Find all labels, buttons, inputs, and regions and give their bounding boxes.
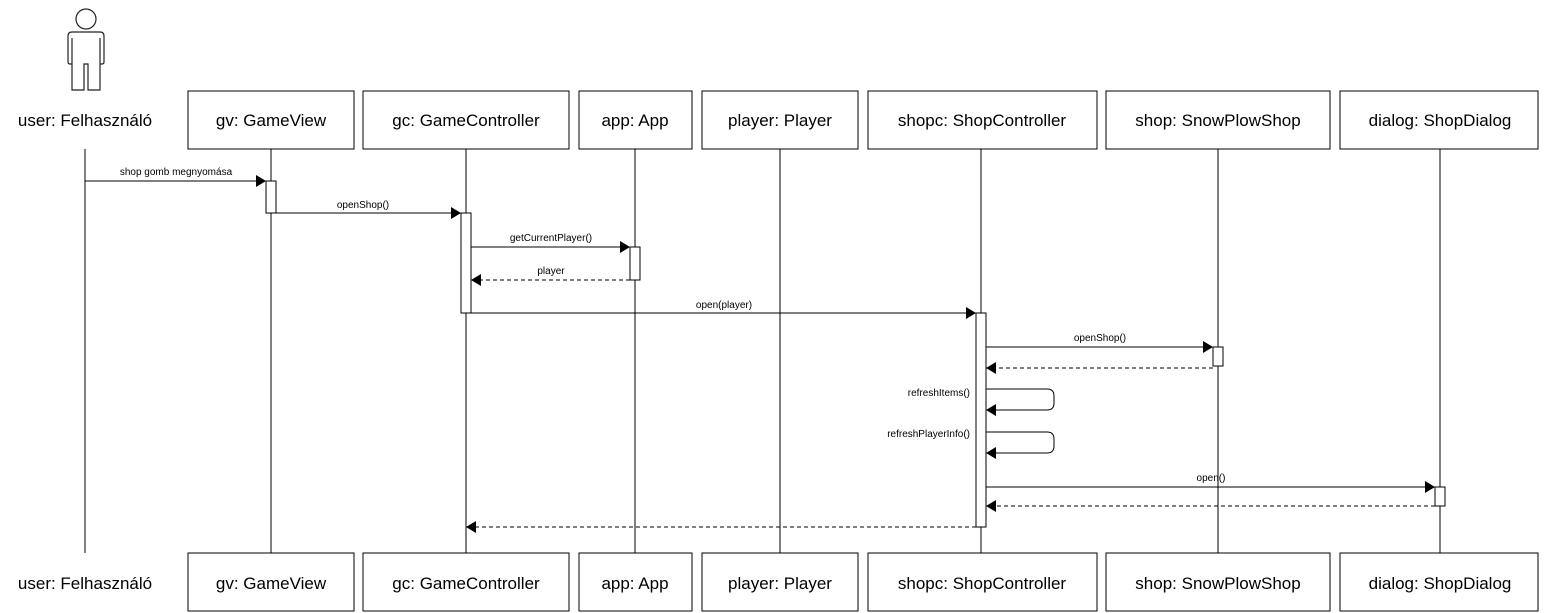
message-return-player: player bbox=[471, 266, 630, 286]
participant-box-app-top bbox=[578, 90, 693, 150]
participant-label-player-bottom: player: Player bbox=[728, 574, 832, 593]
arrowhead bbox=[471, 274, 481, 286]
participant-box-snowplowshop-bottom bbox=[1105, 552, 1331, 612]
participant-box-gamecontroller-bottom bbox=[362, 552, 570, 612]
message-label-open-player: open(player) bbox=[696, 300, 752, 311]
participant-label-shopcontroller-bottom: shopc: ShopController bbox=[898, 574, 1067, 593]
actor-label-top: user: Felhasználó bbox=[18, 111, 152, 130]
participant-box-shopcontroller-bottom bbox=[867, 552, 1098, 612]
participant-label-app-bottom: app: App bbox=[601, 574, 668, 593]
lifelines bbox=[84, 149, 1441, 553]
participant-label-app-top: app: App bbox=[601, 111, 668, 130]
message-openshop-shop: openShop() bbox=[986, 333, 1213, 353]
participant-label-player-top: player: Player bbox=[728, 111, 832, 130]
message-label-openshop-gc: openShop() bbox=[337, 200, 389, 211]
activation-shopcontroller bbox=[975, 312, 987, 528]
participant-box-gamecontroller-top bbox=[362, 90, 570, 150]
message-return-dialog bbox=[986, 500, 1435, 512]
arrowhead bbox=[986, 447, 996, 459]
message-label-openshop-shop: openShop() bbox=[1074, 333, 1126, 344]
message-refreshplayerinfo: refreshPlayerInfo() bbox=[887, 429, 1055, 459]
participants-bottom: user: Felhasználó gv: GameView gc: GameC… bbox=[18, 552, 1539, 612]
participants-top: user: Felhasználó gv: GameView gc: GameC… bbox=[18, 90, 1539, 150]
message-shop-gomb: shop gomb megnyomása bbox=[85, 167, 266, 187]
activation-snowplowshop bbox=[1212, 346, 1224, 367]
participant-label-gameview-bottom: gv: GameView bbox=[216, 574, 327, 593]
message-label-shop-gomb: shop gomb megnyomása bbox=[120, 167, 233, 178]
participant-label-snowplowshop-top: shop: SnowPlowShop bbox=[1135, 111, 1300, 130]
message-openshop-gc: openShop() bbox=[271, 200, 461, 219]
arrowhead bbox=[256, 175, 266, 187]
message-return-gc bbox=[466, 521, 976, 533]
participant-box-shopdialog-bottom bbox=[1339, 552, 1539, 612]
participant-box-player-bottom bbox=[701, 552, 859, 612]
actor-label-bottom: user: Felhasználó bbox=[18, 574, 152, 593]
participant-label-snowplowshop-bottom: shop: SnowPlowShop bbox=[1135, 574, 1300, 593]
arrowhead bbox=[1425, 481, 1435, 493]
participant-box-gameview-top bbox=[187, 90, 355, 150]
activation-app bbox=[629, 246, 641, 281]
arrowhead bbox=[620, 241, 630, 253]
arrowhead bbox=[466, 521, 476, 533]
message-getcurrentplayer: getCurrentPlayer() bbox=[471, 233, 630, 253]
participant-box-snowplowshop-top bbox=[1105, 90, 1331, 150]
participant-box-gameview-bottom bbox=[187, 552, 355, 612]
user-actor-icon bbox=[67, 8, 105, 91]
participant-box-shopdialog-top bbox=[1339, 90, 1539, 150]
message-label-refreshitems: refreshItems() bbox=[908, 388, 970, 399]
activation-shopdialog bbox=[1434, 486, 1446, 507]
message-label-open-dialog: open() bbox=[1197, 473, 1226, 484]
message-label-getcurrentplayer: getCurrentPlayer() bbox=[510, 233, 592, 244]
arrowhead bbox=[1203, 341, 1213, 353]
participant-label-gameview-top: gv: GameView bbox=[216, 111, 327, 130]
participant-label-gamecontroller-bottom: gc: GameController bbox=[392, 574, 540, 593]
arrowhead bbox=[986, 404, 996, 416]
message-refreshitems: refreshItems() bbox=[908, 388, 1055, 416]
arrowhead bbox=[451, 207, 461, 219]
participant-label-shopdialog-top: dialog: ShopDialog bbox=[1369, 111, 1512, 130]
message-open-player: open(player) bbox=[466, 300, 976, 319]
arrowhead bbox=[986, 362, 996, 374]
activation-bars bbox=[265, 180, 1446, 528]
messages: shop gomb megnyomása openShop() getCurre… bbox=[85, 167, 1435, 533]
message-return-shop bbox=[986, 362, 1213, 374]
arrowhead bbox=[966, 307, 976, 319]
participant-box-player-top bbox=[701, 90, 859, 150]
participant-label-gamecontroller-top: gc: GameController bbox=[392, 111, 540, 130]
message-label-return-player: player bbox=[537, 266, 565, 277]
participant-label-shopdialog-bottom: dialog: ShopDialog bbox=[1369, 574, 1512, 593]
message-open-dialog: open() bbox=[986, 473, 1435, 493]
participant-box-app-bottom bbox=[578, 552, 693, 612]
activation-gamecontroller bbox=[460, 212, 472, 314]
activation-gameview bbox=[265, 180, 277, 214]
participant-label-shopcontroller-top: shopc: ShopController bbox=[898, 111, 1067, 130]
participant-box-shopcontroller-top bbox=[867, 90, 1098, 150]
message-label-refreshplayerinfo: refreshPlayerInfo() bbox=[887, 429, 970, 440]
arrowhead bbox=[986, 500, 996, 512]
